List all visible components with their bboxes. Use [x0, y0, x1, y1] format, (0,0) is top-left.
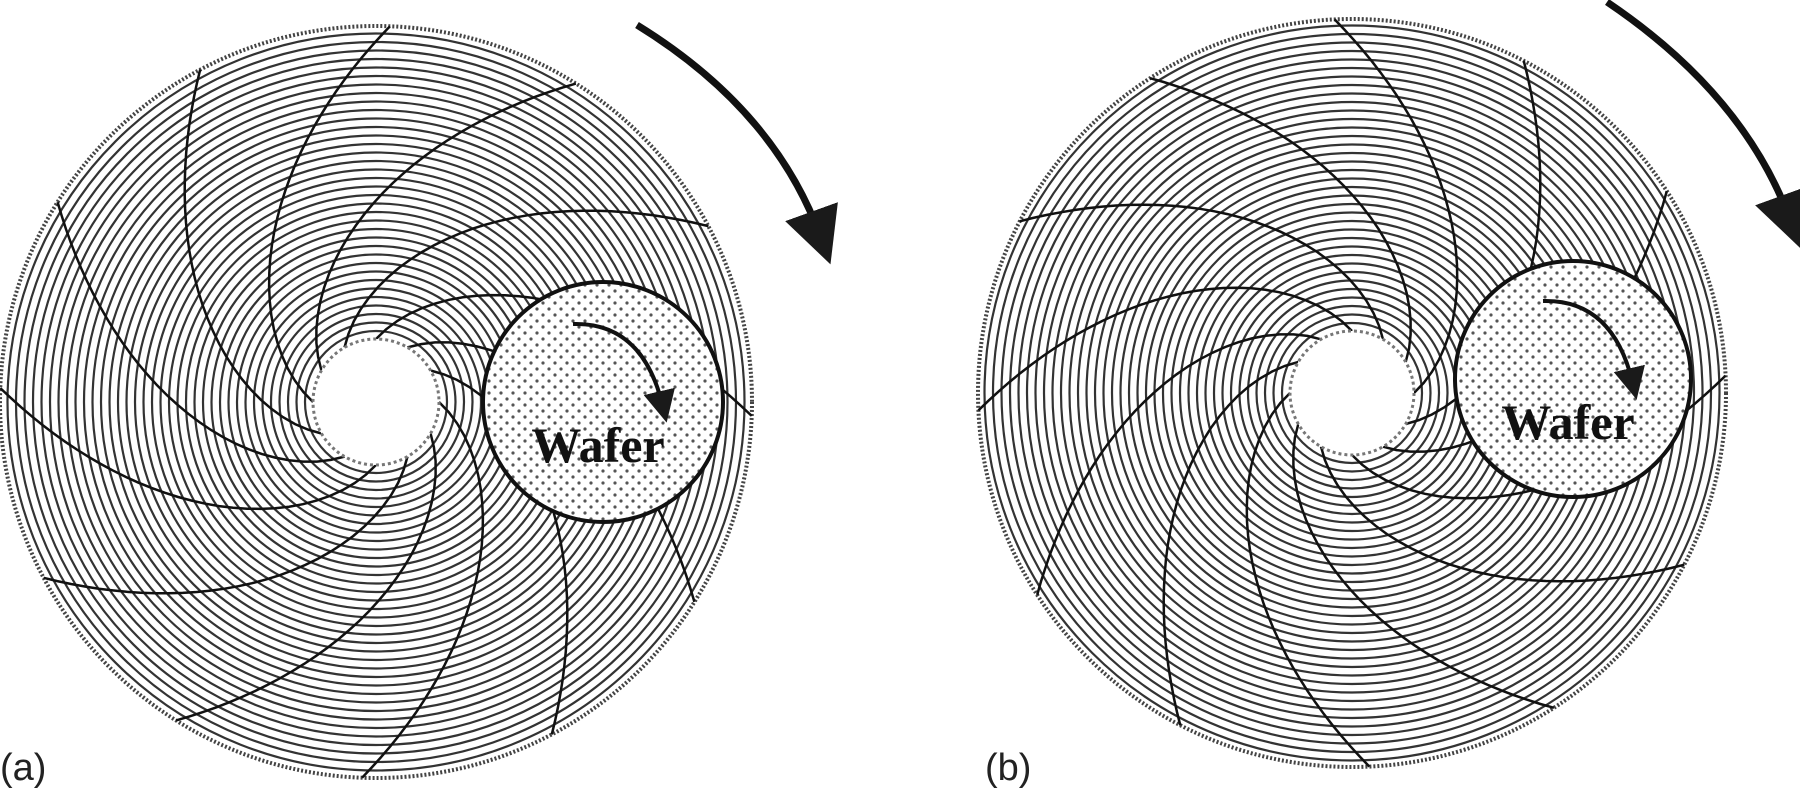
- center-hole: [311, 337, 441, 467]
- wafer: [481, 280, 725, 524]
- wafer-rotation-arrow-icon: [1542, 298, 1645, 400]
- spiral-groove: [43, 456, 409, 595]
- spiral-groove: [1035, 333, 1322, 596]
- spiral-groove: [343, 209, 709, 348]
- concentric-groove: [295, 321, 457, 483]
- spiral-groove: [1319, 446, 1685, 583]
- concentric-groove: [6, 32, 746, 772]
- concentric-groove: [991, 32, 1713, 754]
- panel-b-pad: Wafer: [976, 0, 1800, 769]
- panel-a-label: (a): [0, 747, 46, 789]
- concentric-groove: [303, 329, 449, 475]
- wafer-rotation-arrow-icon: [572, 321, 675, 423]
- panel-a-pad: Wafer: [0, 22, 838, 780]
- spiral-groove: [361, 401, 485, 779]
- wafer: [1453, 259, 1693, 499]
- concentric-groove: [1255, 296, 1449, 490]
- spiral-groove: [315, 82, 577, 371]
- concentric-groove: [1272, 313, 1432, 473]
- wafer-label: Wafer: [1501, 394, 1634, 450]
- spiral-groove: [1333, 18, 1459, 394]
- concentric-groove: [23, 49, 729, 755]
- spiral-groove: [183, 69, 322, 435]
- spiral-groove: [1292, 423, 1555, 710]
- panel-b-label: (b): [985, 747, 1031, 789]
- spiral-groove: [1149, 76, 1412, 363]
- concentric-groove: [983, 24, 1721, 762]
- spiral-groove: [175, 433, 437, 722]
- pad-rotation-arrow-icon: [1605, 0, 1800, 249]
- spiral-groove: [977, 286, 1353, 412]
- center-hole: [1288, 329, 1416, 457]
- spiral-groove: [0, 387, 377, 511]
- concentric-groove: [1263, 304, 1441, 482]
- concentric-groove: [278, 304, 474, 500]
- spiral-groove: [1162, 360, 1299, 726]
- spiral-groove: [267, 25, 391, 403]
- concentric-groove: [1000, 41, 1704, 745]
- concentric-groove: [1280, 321, 1424, 465]
- spiral-groove: [1245, 392, 1371, 768]
- spiral-groove: [1019, 203, 1385, 340]
- concentric-groove: [1008, 49, 1696, 737]
- pad-rotation-arrow-icon: [635, 22, 838, 265]
- spiral-groove: [56, 201, 345, 463]
- wafer-label: Wafer: [531, 417, 664, 473]
- concentric-groove: [286, 312, 466, 492]
